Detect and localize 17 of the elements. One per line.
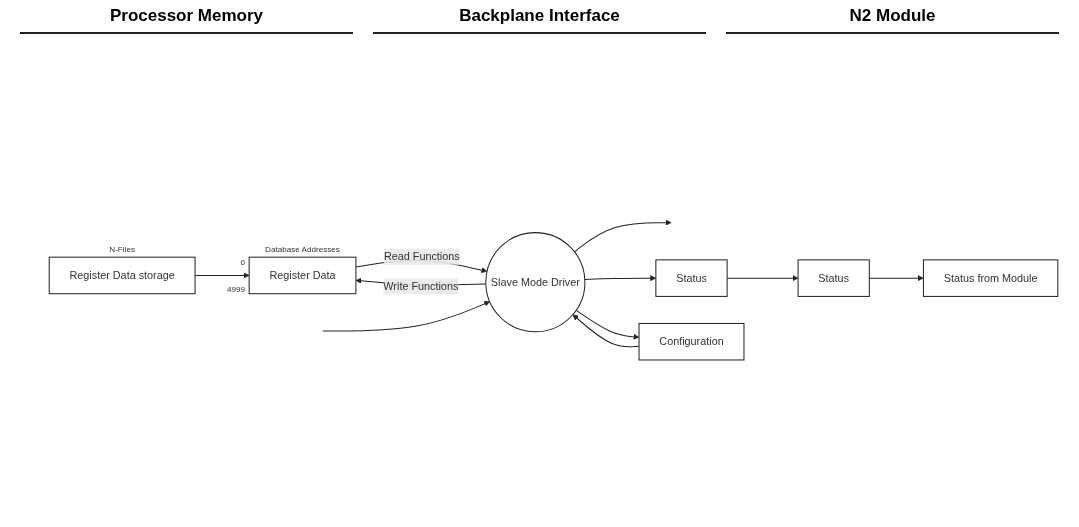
node-box: Register Data [248, 256, 356, 294]
arrow [573, 219, 671, 252]
node-circle: Slave Mode Driver [484, 231, 585, 332]
edge-label: Write Functions [382, 279, 458, 292]
node-box: Register Data storage [48, 256, 196, 294]
column-heading: Processor Memory [20, 6, 353, 34]
column-heading: Backplane Interface [373, 6, 706, 34]
edge-label: Read Functions [383, 250, 460, 262]
node-box: Status from Module [922, 258, 1058, 297]
arrow [726, 274, 798, 281]
arrow [575, 309, 639, 340]
column-heading: N2 Module [726, 6, 1059, 34]
node-box: Configuration [638, 322, 744, 360]
node-box: Status [797, 258, 870, 297]
node-box: Status [654, 258, 728, 297]
arrow [321, 300, 490, 331]
arrow [194, 271, 249, 278]
